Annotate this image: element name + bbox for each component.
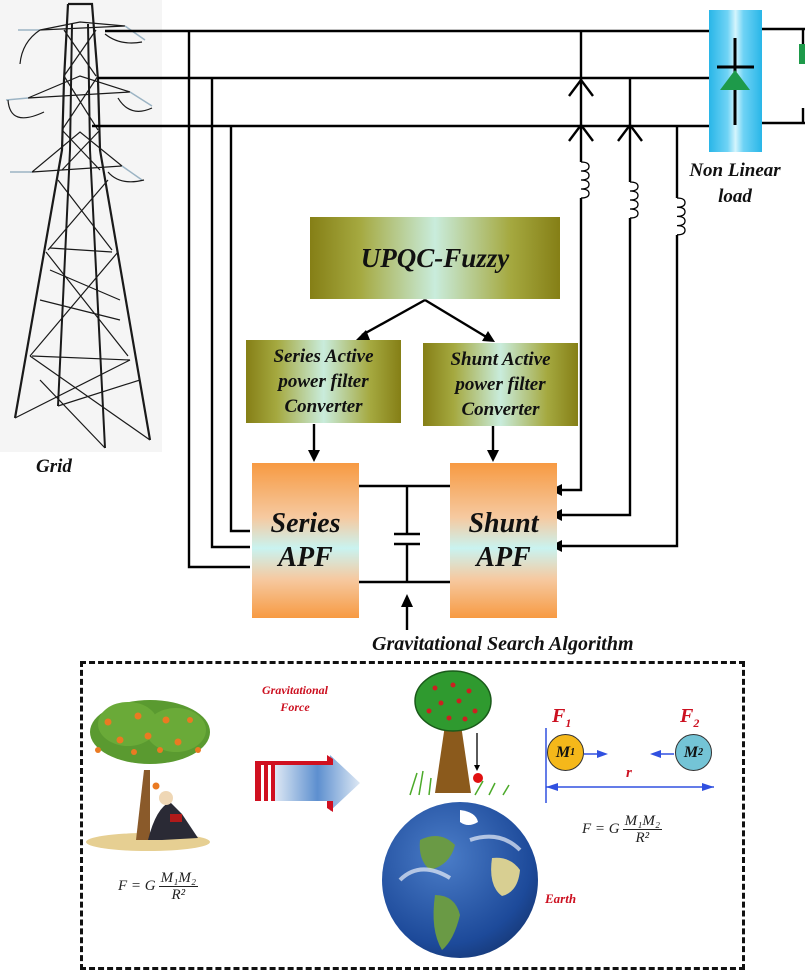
f2-subscript: 2 (693, 716, 700, 730)
f2-symbol: F (680, 705, 694, 727)
gravitational-force-label: Gravitational Force (240, 682, 350, 716)
series-converter-line3: Converter (284, 396, 363, 417)
m2-subscript: 2 (698, 747, 704, 758)
force-label-line1: Gravitational (261, 683, 328, 697)
shunt-apf-box[interactable]: Shunt APF (450, 463, 557, 618)
formula-lhs: F = G (118, 878, 156, 894)
series-apf-line1: Series (270, 507, 341, 539)
m1-symbol: M (555, 743, 571, 761)
force-arrow-icon (255, 755, 360, 812)
distance-r-label: r (626, 765, 632, 781)
shunt-apf-line2: APF (476, 541, 531, 573)
load-label: Non Linear load (680, 158, 790, 210)
formula-denominator: R² (171, 887, 186, 903)
gsa-concept-panel (80, 661, 745, 970)
load-label-line1: Non Linear (689, 160, 781, 181)
formula-fraction: M₁M₂ R² (158, 870, 199, 903)
m2-symbol: M (683, 743, 699, 761)
f1-symbol: F (552, 705, 566, 727)
upqc-fuzzy-controller[interactable]: UPQC-Fuzzy (310, 217, 560, 299)
formula-fraction: M₁M₂ R² (622, 813, 663, 846)
load-resistor-icon (799, 44, 805, 64)
upqc-fuzzy-label: UPQC-Fuzzy (360, 242, 510, 273)
distance-arrows (545, 728, 714, 803)
shunt-converter-box[interactable]: Shunt Active power filter Converter (423, 343, 578, 426)
transmission-tower-icon (5, 2, 153, 449)
gravity-formula-right: F = G M₁M₂ R² (582, 813, 663, 846)
series-converter-line1: Series Active (273, 346, 374, 367)
shunt-apf-line1: Shunt (468, 507, 539, 539)
shunt-converter-line2: power filter (455, 374, 546, 395)
formula-numerator: M₁M₂ (622, 813, 663, 830)
m1-subscript: 1 (570, 747, 576, 758)
formula-numerator: M₁M₂ (158, 870, 199, 887)
f2-label: F2 (680, 705, 699, 731)
grid-label: Grid (36, 456, 72, 477)
shunt-converter-line1: Shunt Active (450, 349, 551, 370)
gravity-formula-left: F = G M₁M₂ R² (118, 870, 199, 903)
f1-label: F1 (552, 705, 571, 731)
diode-icon (717, 38, 754, 125)
grid-tower-image (0, 0, 162, 452)
series-converter-line2: power filter (278, 371, 369, 392)
series-apf-line2: APF (278, 541, 333, 573)
earth-label: Earth (545, 891, 577, 906)
force-label-line2: Force (280, 700, 310, 714)
formula-lhs: F = G (582, 821, 620, 837)
gsa-label: Gravitational Search Algorithm (372, 633, 634, 655)
newton-apple-tree-icon (86, 700, 210, 851)
series-apf-box[interactable]: Series APF (252, 463, 359, 618)
series-converter-box[interactable]: Series Active power filter Converter (246, 340, 401, 423)
shunt-converter-line3: Converter (461, 399, 540, 420)
earth-globe-icon (382, 802, 538, 958)
load-label-line2: load (718, 186, 752, 207)
falling-apple-tree-icon (409, 670, 510, 796)
f1-subscript: 1 (565, 716, 572, 730)
formula-denominator: R² (635, 830, 650, 846)
